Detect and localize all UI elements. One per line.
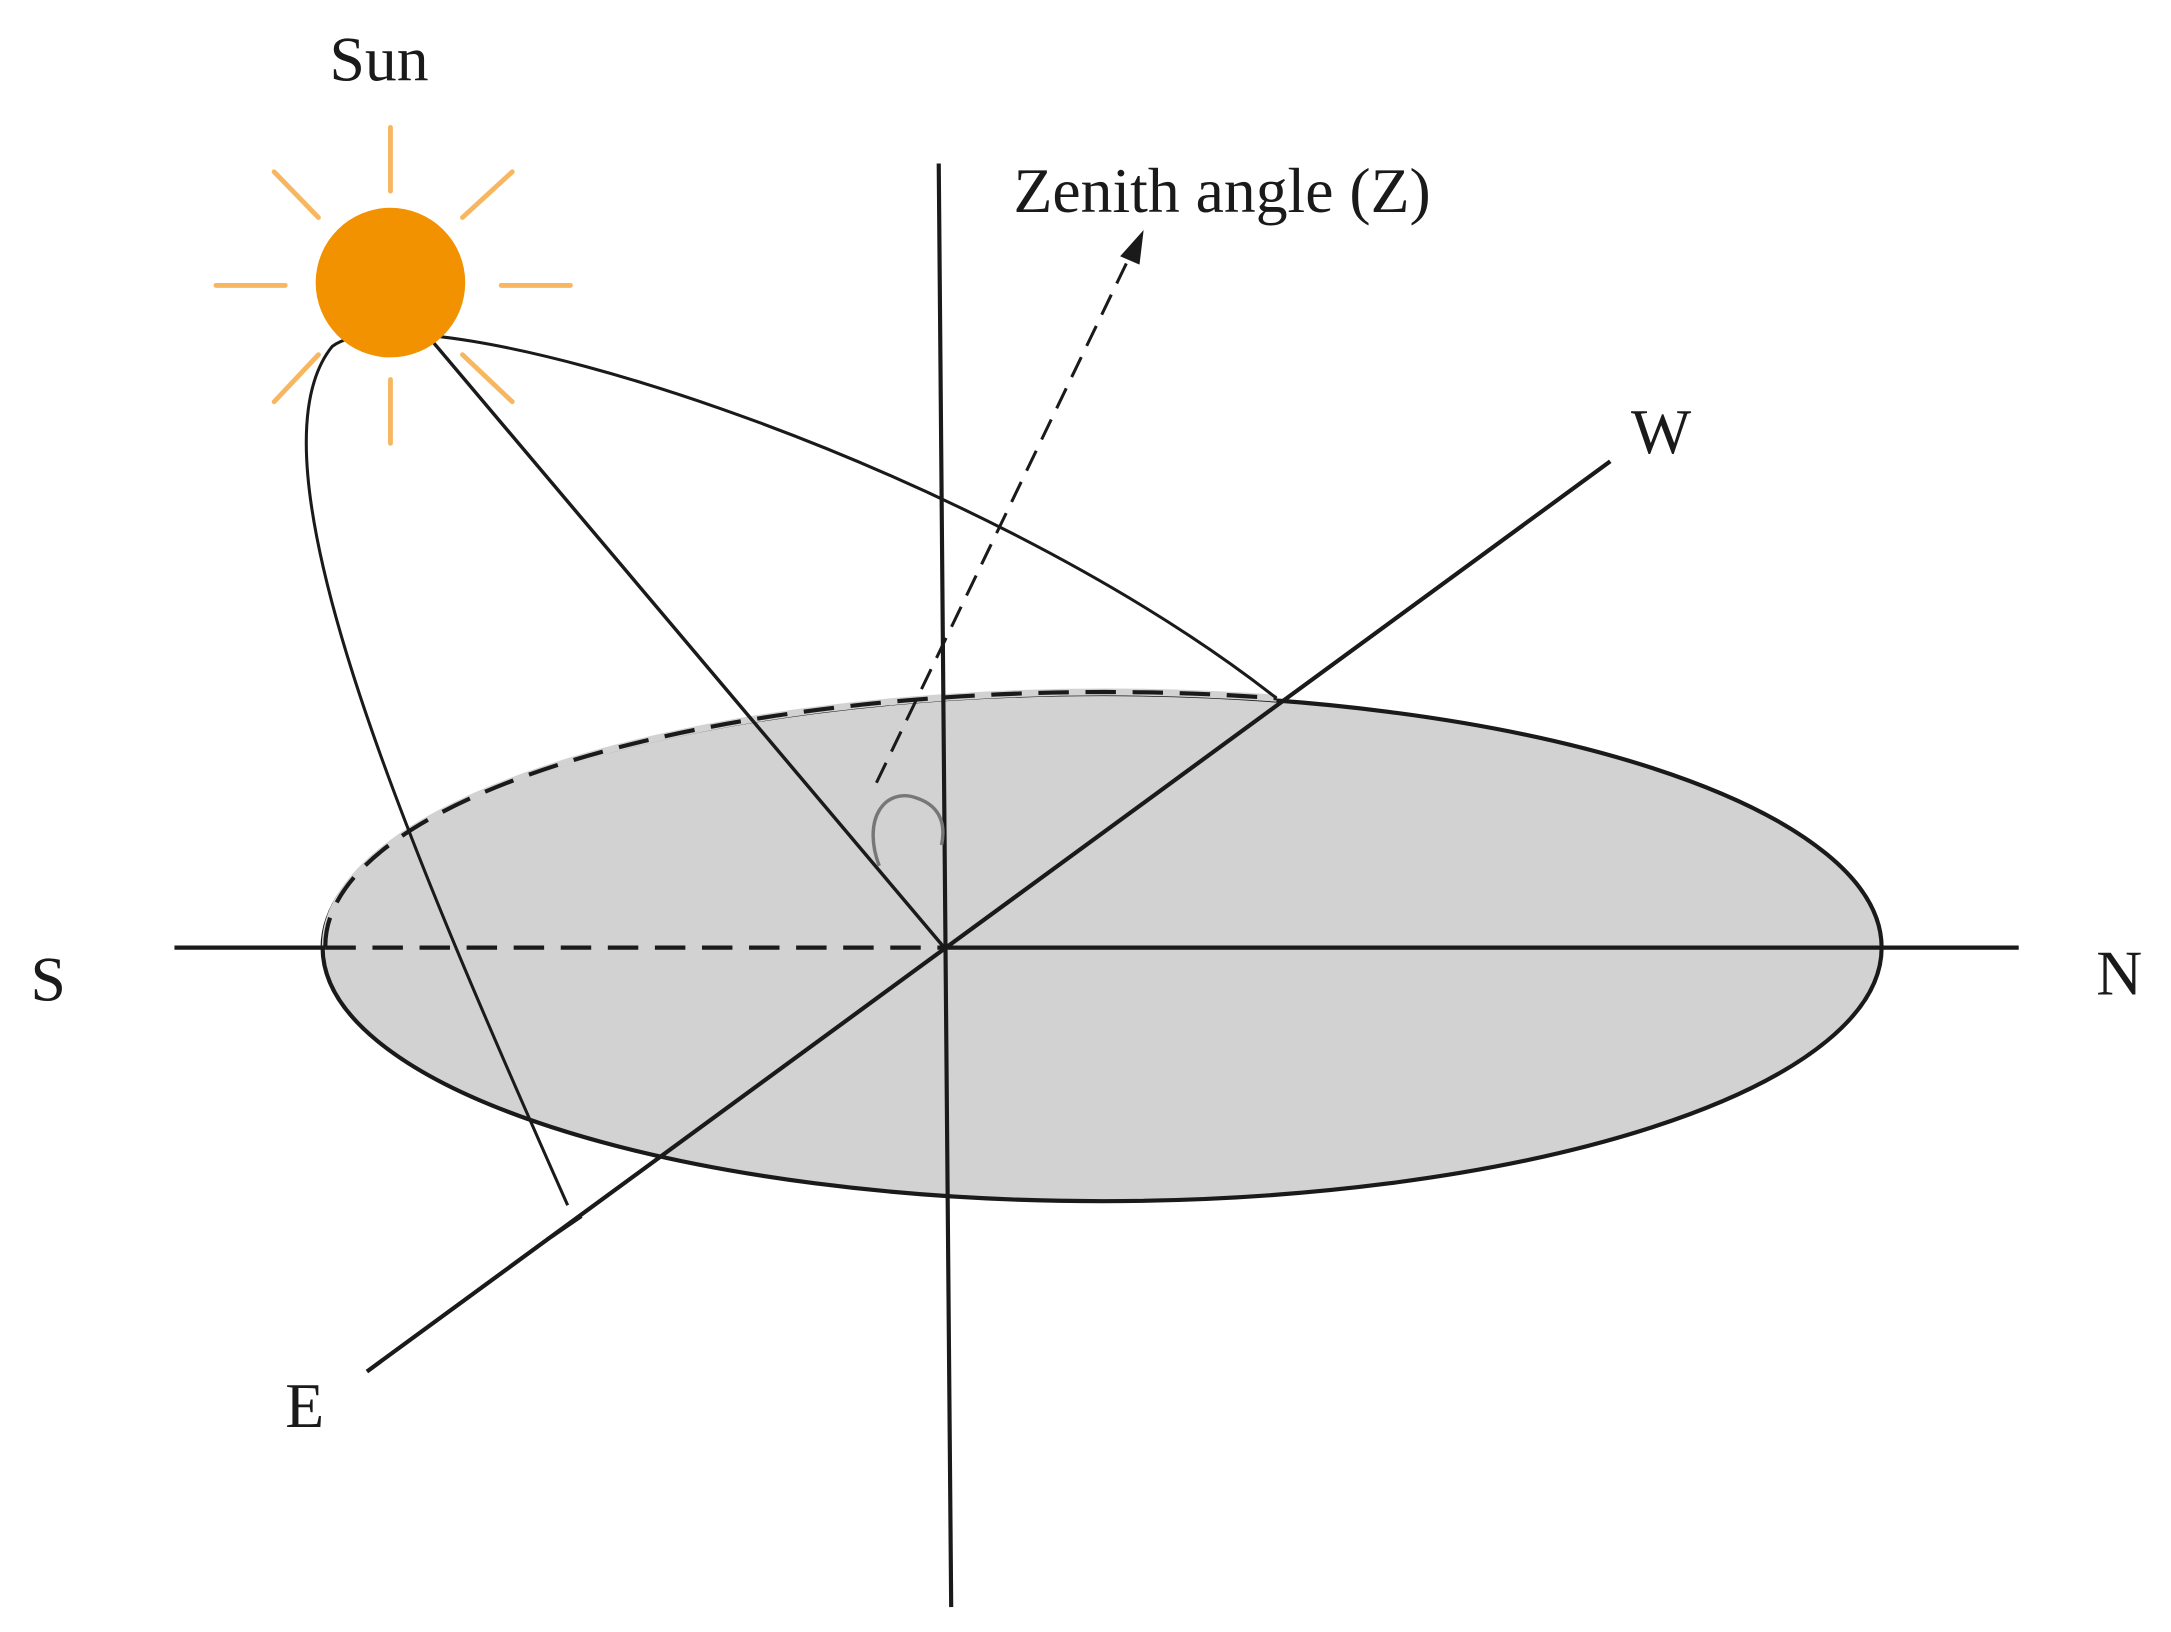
zenith-angle-label: Zenith angle (Z) [1014,155,1431,226]
zenith-axis [936,163,954,1608]
sun-path-base-tick [550,1214,583,1239]
sun-label: Sun [330,23,429,94]
ground-plane-dashed-edge [323,689,1277,948]
sun-to-origin-line [430,339,946,949]
sun-path-arc [304,332,1278,1206]
zenith-angle-arrowhead [1120,229,1144,265]
east-label: E [285,1370,324,1441]
zenith-angle-pointer [875,255,1132,784]
north-label: N [2096,938,2142,1009]
sun-icon [213,125,573,446]
west-label: W [1631,396,1691,467]
south-label: S [30,943,65,1014]
zenith-angle-arc [871,794,945,867]
